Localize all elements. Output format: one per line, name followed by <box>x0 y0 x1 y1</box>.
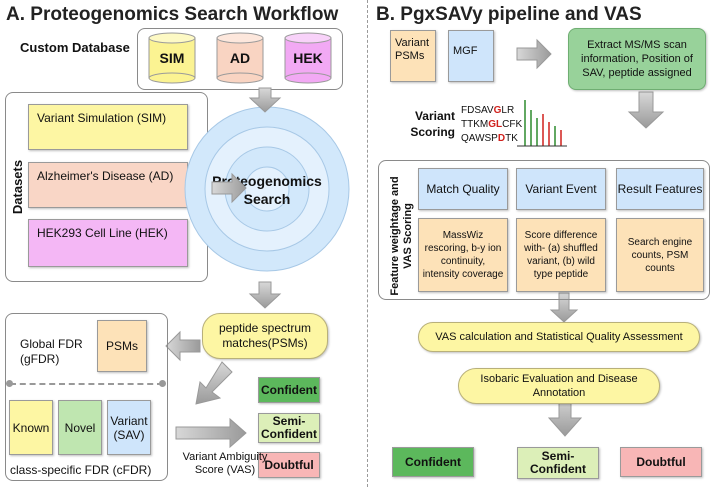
spectrum-icon <box>517 100 567 147</box>
psm-pill: peptide spectrum matches(PSMs) <box>202 313 328 359</box>
fdr-box <box>5 313 168 481</box>
dataset-sim-note: Variant Simulation (SIM) <box>28 104 188 150</box>
panel-a-title: A. Proteogenomics Search Workflow <box>6 4 339 25</box>
col1-head: Match Quality <box>418 168 508 210</box>
arrow-psm-to-gfdr <box>165 330 201 362</box>
panel-a-arrows <box>165 87 282 449</box>
variant-note: Variant (SAV) <box>107 400 151 455</box>
col3-head: Result Features <box>616 168 704 210</box>
panel-b-arrows <box>516 38 665 437</box>
known-text: Known <box>12 420 50 435</box>
gfdr-label: Global FDR (gFDR) <box>20 337 83 366</box>
col1-body: MassWiz rescoring, b-y ion continuity, i… <box>418 218 508 292</box>
arrow-extract-to-scoring <box>627 91 665 129</box>
col2-head: Variant Event <box>516 168 606 210</box>
panel-separator <box>367 0 368 487</box>
custom-database-label: Custom Database <box>20 40 130 55</box>
semi-confident-box-b: Semi-Confident <box>517 447 599 479</box>
divider-dot-left <box>6 380 13 387</box>
arrow-inputs-to-extract <box>516 38 552 70</box>
dataset-ad-text: Alzheimer's Disease (AD) <box>37 169 174 183</box>
db-ad-label: AD <box>229 50 251 66</box>
arrow-datasets-to-search <box>211 172 247 204</box>
custom-database-box <box>137 28 343 90</box>
variant-scoring-label: Variant Scoring <box>410 109 455 139</box>
cylinder-ad <box>216 32 264 84</box>
variant-psms-note: Variant PSMs <box>390 30 436 82</box>
sequence-1: FDSAVGLR <box>461 105 515 116</box>
known-note: Known <box>9 400 53 455</box>
side-label: Feature weightage and VAS Scoring <box>389 176 414 296</box>
doubtful-box-b: Doubtful <box>620 447 702 477</box>
arrow-scoring-to-vascalc <box>549 292 579 323</box>
extract-text: Extract MS/MS scan information, Position… <box>581 39 693 79</box>
col2-body: Score difference with- (a) shuffled vari… <box>516 218 606 292</box>
confident-text-a: Confident <box>261 383 317 397</box>
dataset-ad-note: Alzheimer's Disease (AD) <box>28 162 188 208</box>
extract-box: Extract MS/MS scan information, Position… <box>568 28 706 90</box>
mgf-note: MGF <box>448 30 494 82</box>
semi-confident-box-a: Semi-Confident <box>258 413 320 443</box>
cylinder-sim <box>148 32 196 84</box>
novel-note: Novel <box>58 400 102 455</box>
panel-b-title: B. PgxSAVy pipeline and VAS <box>376 4 642 25</box>
arrow-classes-to-vas <box>175 417 247 449</box>
arrow-db-to-search <box>248 87 282 113</box>
dataset-hek-text: HEK293 Cell Line (HEK) <box>37 226 168 240</box>
mgf-text: MGF <box>453 45 478 57</box>
fdr-divider <box>10 383 163 385</box>
col3-body: Search engine counts, PSM counts <box>616 218 704 292</box>
arrow-search-to-psm <box>248 281 282 309</box>
vas-calc-pill: VAS calculation and Statistical Quality … <box>418 322 700 352</box>
psms-text: PSMs <box>105 339 138 353</box>
doubtful-text-a: Doubtful <box>264 458 314 472</box>
confident-box-a: Confident <box>258 377 320 403</box>
search-target <box>184 106 350 272</box>
divider-dot-right <box>159 380 166 387</box>
dataset-sim-text: Variant Simulation (SIM) <box>37 111 167 125</box>
confident-box-b: Confident <box>392 447 474 477</box>
sequence-list: FDSAVGLR TTKMGLCFK QAWSPDTK <box>461 104 522 146</box>
variant-psms-text: Variant PSMs <box>395 37 430 62</box>
vas-label: Variant Ambiguity Score (VAS) <box>182 451 268 476</box>
scoring-box <box>378 160 710 300</box>
arrow-psm-to-cfdr <box>195 361 233 405</box>
sequence-3: QAWSPDTK <box>461 133 518 144</box>
cfdr-label: class-specific FDR (cFDR) <box>10 463 152 477</box>
psms-note: PSMs <box>97 320 147 372</box>
doubtful-box-a: Doubtful <box>258 452 320 478</box>
db-hek-label: HEK <box>293 50 323 66</box>
variant-text: Variant (SAV) <box>110 413 148 442</box>
db-sim-label: SIM <box>159 50 185 66</box>
semi-confident-text-a: Semi-Confident <box>261 414 317 441</box>
sequence-2: TTKMGLCFK <box>461 119 523 130</box>
isobaric-pill: Isobaric Evaluation and Disease Annotati… <box>458 368 660 404</box>
cylinder-hek <box>284 32 332 84</box>
psm-text: peptide spectrum matches(PSMs) <box>218 321 312 350</box>
dataset-hek-note: HEK293 Cell Line (HEK) <box>28 219 188 267</box>
novel-text: Novel <box>64 420 96 435</box>
database-cylinders <box>148 32 332 84</box>
